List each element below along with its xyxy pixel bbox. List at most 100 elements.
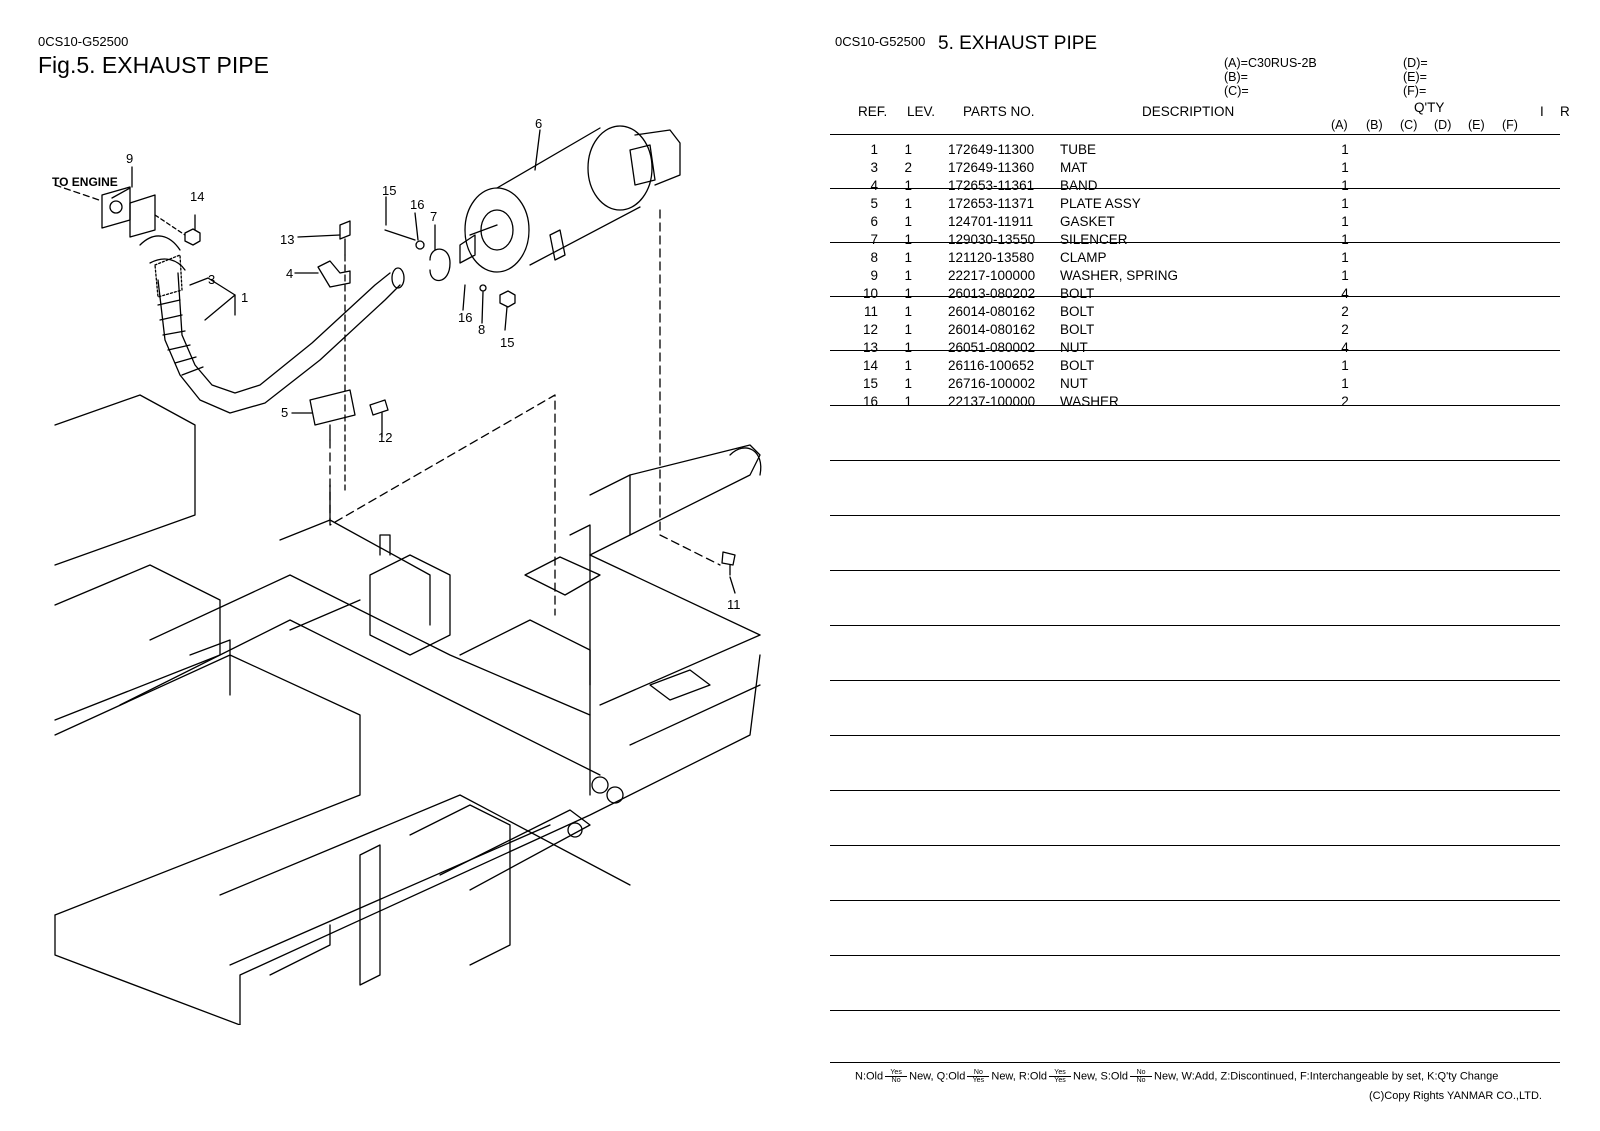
col-lev: LEV.: [907, 104, 936, 119]
lev-cell: 2: [904, 160, 912, 175]
part-number-cell: 26014-080162: [948, 304, 1036, 319]
empty-rule: [830, 900, 1560, 901]
description-cell: BOLT: [1060, 304, 1095, 319]
ref-cell: 10: [862, 286, 878, 301]
qty-a-cell: 2: [1341, 322, 1349, 337]
chassis-frame: [54, 394, 762, 1025]
callout-6: 9: [126, 151, 134, 166]
qty-a-cell: 1: [1341, 196, 1349, 211]
lev-cell: 1: [904, 304, 912, 319]
part-number-cell: 22137-100000: [948, 394, 1036, 409]
part-number-cell: 129030-13550: [948, 232, 1036, 247]
ref-cell: 7: [870, 232, 878, 247]
description-cell: BAND: [1060, 178, 1098, 193]
model-e: (E)=: [1403, 70, 1427, 84]
nut-part-15: [499, 290, 516, 308]
qty-a-cell: 2: [1341, 394, 1349, 409]
part-number-cell: 26716-100002: [948, 376, 1036, 391]
bolt-part-11: [369, 399, 389, 416]
empty-rule: [830, 680, 1560, 681]
empty-rule: [830, 1010, 1560, 1011]
bolt-part-14: [384, 229, 416, 241]
col-ref: REF.: [858, 104, 888, 119]
group-rule: [830, 242, 1560, 243]
legend-q-new: New,: [991, 1070, 1019, 1083]
washer-part-16: [415, 240, 425, 250]
group-rule: [830, 296, 1560, 297]
description-cell: PLATE ASSY: [1060, 196, 1141, 211]
description-cell: CLAMP: [1060, 250, 1107, 265]
lev-cell: 1: [904, 358, 912, 373]
empty-rule: [830, 845, 1560, 846]
col-qty-f: (F): [1502, 118, 1518, 132]
description-cell: BOLT: [1060, 322, 1095, 337]
qty-a-cell: 1: [1341, 250, 1349, 265]
lev-cell: 1: [904, 232, 912, 247]
callout-10: 11: [727, 597, 741, 612]
model-c: (C)=: [1224, 84, 1249, 98]
legend-n-new: New,: [909, 1070, 937, 1083]
empty-rule: [830, 515, 1560, 516]
empty-rule: [830, 735, 1560, 736]
description-cell: BOLT: [1060, 358, 1095, 373]
col-qty-d: (D): [1434, 118, 1452, 132]
callout-16-upper: 16: [410, 197, 425, 212]
bolt-part-10: [721, 551, 736, 576]
part-number-cell: 172653-11371: [948, 196, 1035, 211]
ref-cell: 15: [862, 376, 878, 391]
ref-cell: 14: [862, 358, 878, 373]
part-number-cell: 26014-080162: [948, 322, 1036, 337]
empty-rule: [830, 460, 1560, 461]
group-rule: [830, 350, 1560, 351]
ref-cell: 8: [870, 250, 878, 265]
lev-cell: 1: [904, 142, 912, 157]
model-b: (B)=: [1224, 70, 1248, 84]
legend-s-new: New, W:Add, Z:Discontinued, F:Interchang…: [1154, 1070, 1499, 1083]
group-rule: [830, 405, 1560, 406]
lev-cell: 1: [904, 340, 912, 355]
to-engine-label: TO ENGINE: [52, 175, 118, 189]
qty-a-cell: 1: [1341, 358, 1349, 373]
lev-cell: 1: [904, 178, 912, 193]
col-qty-a: (A): [1331, 118, 1348, 132]
ref-cell: 11: [863, 304, 878, 319]
empty-rule: [830, 625, 1560, 626]
callout-15: 15: [500, 335, 515, 350]
col-qty: Q'TY: [1414, 100, 1445, 115]
description-cell: WASHER, SPRING: [1060, 268, 1179, 283]
part-number-cell: 26051-080002: [948, 340, 1036, 355]
description-cell: TUBE: [1060, 142, 1097, 157]
callout-9: 8: [478, 322, 486, 337]
lev-cell: 1: [904, 268, 912, 283]
group-rule: [830, 188, 1560, 189]
description-cell: BOLT: [1060, 286, 1095, 301]
callout-3: 3: [208, 272, 216, 287]
spring-washer-part-9: [479, 284, 487, 292]
qty-a-cell: 2: [1341, 304, 1349, 319]
lev-cell: 1: [904, 394, 912, 409]
figure-code: 0CS10-G52500: [38, 34, 129, 49]
empty-rule: [830, 570, 1560, 571]
model-d: (D)=: [1403, 56, 1428, 70]
list-code: 0CS10-G52500: [835, 34, 926, 49]
model-a: (A)=C30RUS-2B: [1224, 56, 1317, 70]
clamp-part-8: [429, 248, 451, 282]
qty-a-cell: 1: [1341, 142, 1349, 157]
lev-cell: 1: [904, 214, 912, 229]
legend-n: N:Old: [855, 1070, 884, 1083]
callout-7: 6: [535, 116, 543, 131]
qty-a-cell: 4: [1341, 286, 1349, 301]
copyright: (C)Copy Rights YANMAR CO.,LTD.: [1369, 1090, 1542, 1102]
description-cell: NUT: [1060, 376, 1088, 391]
qty-a-cell: 1: [1341, 160, 1349, 175]
description-cell: SILENCER: [1060, 232, 1128, 247]
